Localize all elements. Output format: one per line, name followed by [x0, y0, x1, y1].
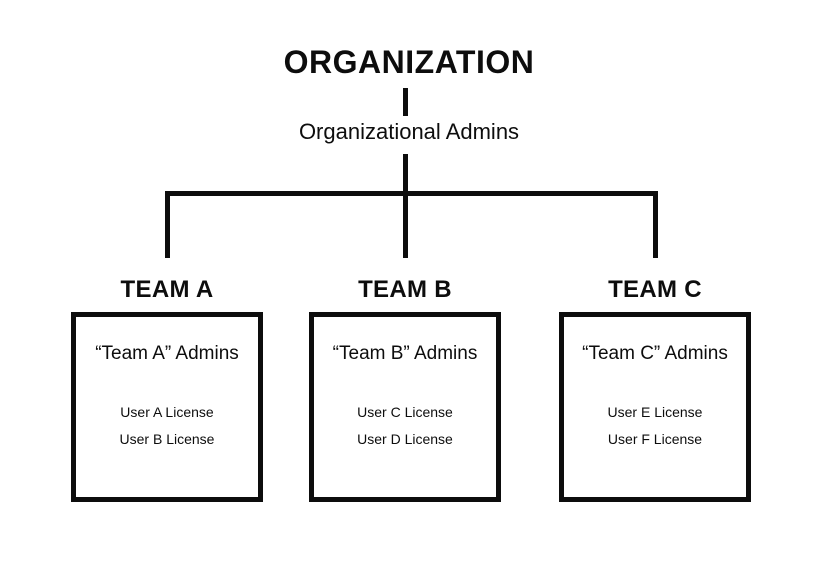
- team-c-box: “Team C” Admins User E License User F Li…: [559, 312, 751, 502]
- team-a-box: “Team A” Admins User A License User B Li…: [71, 312, 263, 502]
- team-c-licenses: User E License User F License: [564, 399, 746, 453]
- license-item: User C License: [357, 404, 453, 420]
- license-item: User F License: [607, 431, 703, 447]
- team-a-licenses: User A License User B License: [76, 399, 258, 453]
- team-b-admins-label: “Team B” Admins: [332, 343, 478, 364]
- team-a-title: TEAM A: [120, 276, 214, 303]
- connector-trunk: [403, 154, 408, 258]
- team-c-title: TEAM C: [608, 276, 702, 303]
- team-c-group: TEAM C “Team C” Admins User E License Us…: [535, 276, 775, 502]
- connector-title-to-admins: [403, 88, 408, 116]
- team-c-admins-label: “Team C” Admins: [582, 343, 728, 364]
- license-item: User E License: [607, 404, 703, 420]
- team-a-admins-label: “Team A” Admins: [95, 343, 239, 364]
- page-title: ORGANIZATION: [283, 44, 535, 80]
- org-admins-label: Organizational Admins: [298, 119, 520, 144]
- connector-drop-team-a: [165, 191, 170, 258]
- team-b-group: TEAM B “Team B” Admins User C License Us…: [285, 276, 525, 502]
- team-a-group: TEAM A “Team A” Admins User A License Us…: [47, 276, 287, 502]
- team-b-box: “Team B” Admins User C License User D Li…: [309, 312, 501, 502]
- license-item: User A License: [120, 404, 214, 420]
- team-b-title: TEAM B: [358, 276, 452, 303]
- license-item: User D License: [357, 431, 453, 447]
- license-item: User B License: [119, 431, 215, 447]
- connector-horizontal: [165, 191, 658, 196]
- connector-drop-team-c: [653, 191, 658, 258]
- team-b-licenses: User C License User D License: [314, 399, 496, 453]
